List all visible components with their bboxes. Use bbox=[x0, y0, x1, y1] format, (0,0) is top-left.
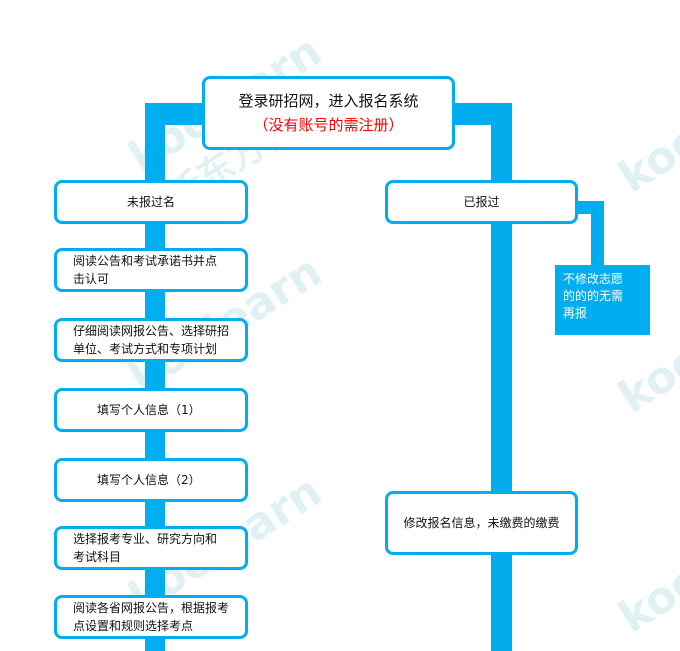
step-select-major: 选择报考专业、研究方向和 考试科目 bbox=[54, 526, 248, 570]
note-line3: 再报 bbox=[563, 306, 588, 320]
step-text-line1: 仔细阅读网报公告、选择研招 bbox=[73, 324, 230, 338]
note-connector-vertical bbox=[591, 201, 604, 266]
step-text-line2: 点设置和规则选择考点 bbox=[73, 619, 194, 633]
step-text-line1: 选择报考专业、研究方向和 bbox=[73, 532, 218, 546]
note-line2: 的的的无需 bbox=[563, 289, 624, 303]
step-select-exam-site: 阅读各省网报公告，根据报考 点设置和规则选择考点 bbox=[54, 595, 248, 639]
watermark: koolearn bbox=[610, 45, 680, 203]
start-node: 登录研招网，进入报名系统 （没有账号的需注册） bbox=[202, 76, 455, 150]
step-text-line1: 阅读各省网报公告，根据报考 bbox=[73, 601, 230, 615]
not-registered-label: 未报过名 bbox=[126, 195, 175, 209]
watermark: koolearn bbox=[610, 485, 680, 643]
no-change-note: 不修改志愿 的的的无需 再报 bbox=[555, 265, 650, 335]
step-text-line1: 修改报名信息，未缴费的缴费 bbox=[403, 516, 560, 530]
watermark-latin: koolearn bbox=[610, 485, 680, 644]
start-node-title: 登录研招网，进入报名系统 bbox=[238, 92, 419, 110]
registered-node: 已报过 bbox=[385, 180, 578, 224]
step-personal-info-2: 填写个人信息（2） bbox=[54, 458, 248, 502]
watermark-latin: koolearn bbox=[610, 45, 680, 204]
registered-label: 已报过 bbox=[463, 195, 500, 209]
step-text-line1: 阅读公告和考试承诺书并点 bbox=[73, 254, 218, 268]
step-text-line1: 填写个人信息（2） bbox=[97, 473, 201, 487]
note-line1: 不修改志愿 bbox=[563, 272, 624, 286]
step-select-unit: 仔细阅读网报公告、选择研招 单位、考试方式和专项计划 bbox=[54, 318, 248, 362]
start-node-note: （没有账号的需注册） bbox=[253, 116, 404, 134]
step-text-line2: 击认可 bbox=[73, 272, 110, 286]
step-read-notice: 阅读公告和考试承诺书并点 击认可 bbox=[54, 248, 248, 292]
step-text-line2: 考试科目 bbox=[73, 550, 122, 564]
step-text-line2: 单位、考试方式和专项计划 bbox=[73, 342, 218, 356]
left-branch-trunk bbox=[145, 103, 165, 651]
step-personal-info-1: 填写个人信息（1） bbox=[54, 388, 248, 432]
step-text-line1: 填写个人信息（1） bbox=[97, 403, 201, 417]
not-registered-node: 未报过名 bbox=[54, 180, 248, 224]
step-modify-info: 修改报名信息，未缴费的缴费 bbox=[385, 491, 578, 555]
